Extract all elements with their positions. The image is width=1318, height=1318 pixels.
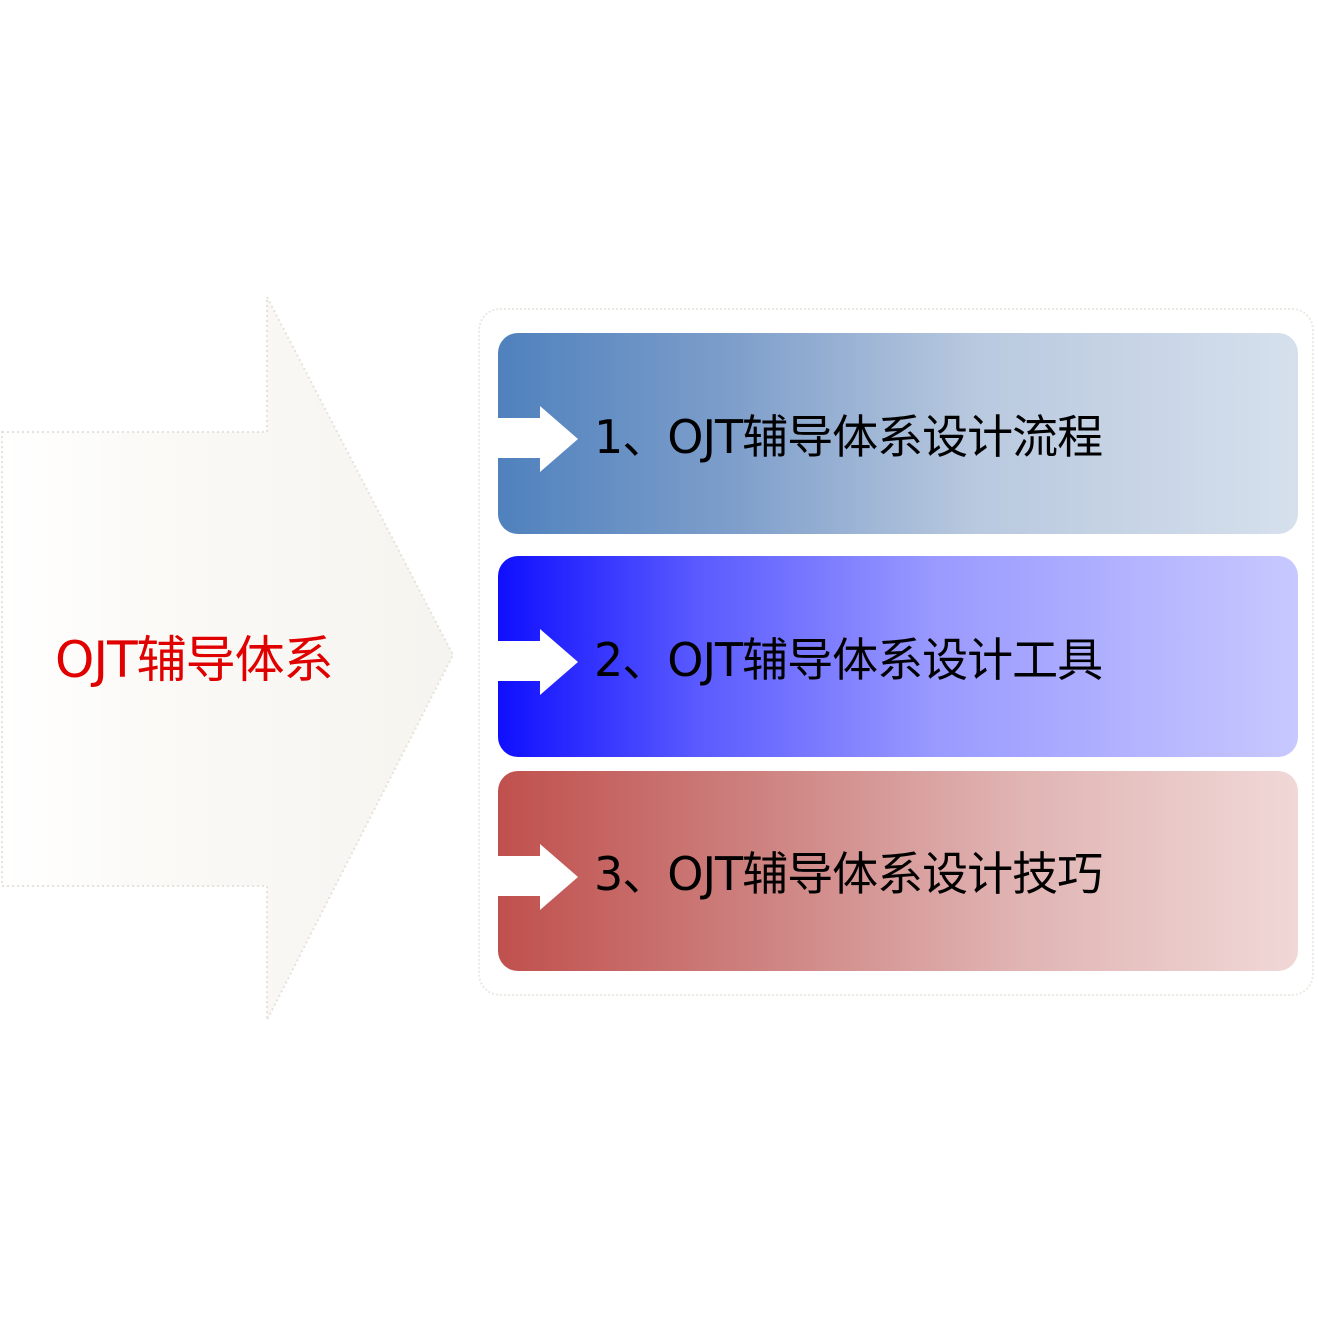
items-container — [478, 308, 1314, 996]
list-item-label: 2、OJT辅导体系设计工具 — [594, 632, 1103, 687]
list-item-label: 3、OJT辅导体系设计技巧 — [594, 847, 1103, 901]
list-item-label: 1、OJT辅导体系设计流程 — [594, 409, 1103, 464]
main-topic-label: OJT辅导体系 — [55, 631, 334, 689]
right-arrow-icon — [498, 629, 578, 695]
list-item-design-tools[interactable]: 2、OJT辅导体系设计工具 — [498, 556, 1298, 757]
list-item-design-process[interactable]: 1、OJT辅导体系设计流程 — [498, 333, 1298, 534]
main-topic-arrow-shape — [1, 296, 455, 1021]
right-arrow-icon — [498, 406, 578, 472]
right-arrow-icon — [498, 844, 578, 910]
list-item-design-tips[interactable]: 3、OJT辅导体系设计技巧 — [498, 771, 1298, 971]
